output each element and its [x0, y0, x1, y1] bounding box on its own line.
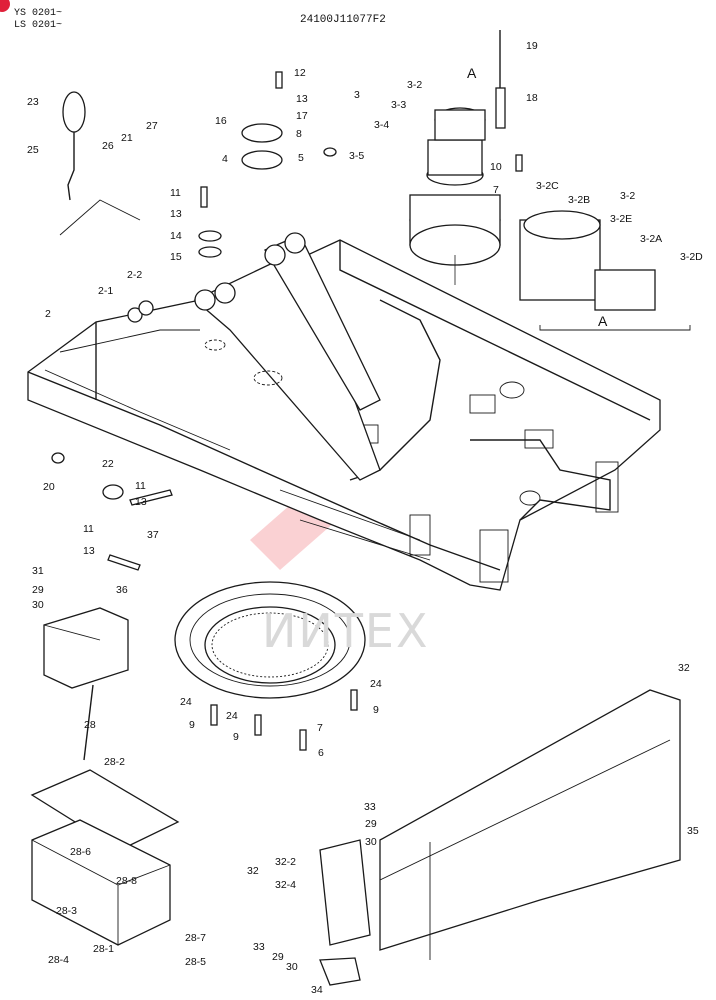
callout-11-mid: 11 — [135, 480, 146, 492]
callout-9-left: 9 — [189, 719, 195, 731]
watermark-text: ИИТЕХ — [262, 604, 430, 658]
callout-3-2-top: 3-2 — [407, 79, 423, 91]
callout-3-2e: 3-2E — [610, 213, 633, 225]
callout-24-b: 24 — [226, 710, 238, 722]
callout-5: 5 — [298, 152, 304, 164]
drawing-code: 24100J11077F2 — [300, 14, 386, 26]
callout-32-4: 32-4 — [275, 879, 297, 891]
callout-8: 8 — [296, 128, 302, 140]
callout-33-b: 33 — [253, 941, 265, 953]
view-marker-a-top: A — [467, 65, 477, 81]
callout-6: 6 — [318, 747, 324, 759]
callout-22: 22 — [102, 458, 114, 470]
callout-3-2a: 3-2A — [640, 233, 663, 245]
callout-2: 2 — [45, 308, 51, 320]
callout-2-1: 2-1 — [98, 285, 114, 297]
callout-7-bottom: 7 — [317, 722, 323, 734]
callout-30-b: 30 — [365, 836, 377, 848]
lock-lever — [59, 91, 141, 236]
battery-box — [30, 607, 180, 946]
callout-28-6: 28-6 — [70, 846, 92, 858]
callout-7-top: 7 — [493, 184, 499, 196]
callout-24-a: 24 — [180, 696, 192, 708]
corner-marker — [0, 0, 10, 12]
callout-29-a: 29 — [32, 584, 44, 596]
callout-9-right: 9 — [373, 704, 379, 716]
detail-a-valve — [519, 210, 691, 331]
callout-29-b: 29 — [365, 818, 377, 830]
callout-11-top: 11 — [170, 187, 181, 199]
callout-4: 4 — [222, 153, 228, 165]
callout-31: 31 — [32, 565, 44, 577]
callout-28-4: 28-4 — [48, 954, 70, 966]
swing-motor-assembly — [409, 107, 501, 285]
callout-13-d: 13 — [83, 545, 95, 557]
callout-33-a: 33 — [364, 801, 376, 813]
callout-25: 25 — [27, 144, 39, 156]
callout-28-8: 28-8 — [116, 875, 138, 887]
callout-3-5: 3-5 — [349, 150, 365, 162]
callout-11-bottom: 11 — [83, 523, 94, 535]
callout-32-2: 32-2 — [275, 856, 297, 868]
callout-13-c: 13 — [135, 496, 147, 508]
callout-3-3: 3-3 — [391, 99, 407, 111]
swing-bearing — [174, 581, 366, 699]
callout-2-2: 2-2 — [127, 269, 143, 281]
callout-14: 14 — [170, 230, 182, 242]
callout-27: 27 — [146, 120, 158, 132]
callout-30-c: 30 — [286, 961, 298, 973]
callout-3-2-right: 3-2 — [620, 190, 636, 202]
callout-19: 19 — [526, 40, 538, 52]
callout-24-c: 24 — [370, 678, 382, 690]
view-marker-a-bottom: A — [598, 313, 608, 329]
callout-13-b: 13 — [296, 93, 308, 105]
callout-36: 36 — [116, 584, 128, 596]
callout-3-4: 3-4 — [374, 119, 390, 131]
callout-32-top: 32 — [678, 662, 690, 674]
callout-12: 12 — [294, 67, 306, 79]
callout-16: 16 — [215, 115, 227, 127]
callout-15: 15 — [170, 251, 182, 263]
callout-34: 34 — [311, 984, 323, 996]
callout-10: 10 — [490, 161, 502, 173]
callout-28-1: 28-1 — [93, 943, 115, 955]
callout-18: 18 — [526, 92, 538, 104]
callout-26: 26 — [102, 140, 114, 152]
callout-3-2b: 3-2B — [568, 194, 591, 206]
callout-28-3: 28-3 — [56, 905, 78, 917]
callout-9-mid: 9 — [233, 731, 239, 743]
fasteners — [51, 71, 523, 751]
callout-32-left: 32 — [247, 865, 259, 877]
callout-28-7: 28-7 — [185, 932, 207, 944]
dipstick — [495, 30, 506, 129]
boom-foot-brackets — [193, 232, 381, 481]
model-serial-1: YS 0201~ — [14, 8, 63, 19]
callout-3-2c: 3-2C — [536, 180, 559, 192]
callout-20: 20 — [43, 481, 55, 493]
callout-13-a: 13 — [170, 208, 182, 220]
callout-37: 37 — [147, 529, 159, 541]
model-serial-2: LS 0201~ — [14, 20, 63, 31]
callout-29-c: 29 — [272, 951, 284, 963]
callout-17: 17 — [296, 110, 308, 122]
callout-23: 23 — [27, 96, 39, 108]
callout-28-5: 28-5 — [185, 956, 207, 968]
counterweight — [319, 689, 681, 986]
callout-3: 3 — [354, 89, 360, 101]
callout-30-a: 30 — [32, 599, 44, 611]
callout-3-2d: 3-2D — [680, 251, 703, 263]
callout-28-2: 28-2 — [104, 756, 126, 768]
callout-21: 21 — [121, 132, 133, 144]
callout-35: 35 — [687, 825, 699, 837]
callout-28: 28 — [84, 719, 96, 731]
